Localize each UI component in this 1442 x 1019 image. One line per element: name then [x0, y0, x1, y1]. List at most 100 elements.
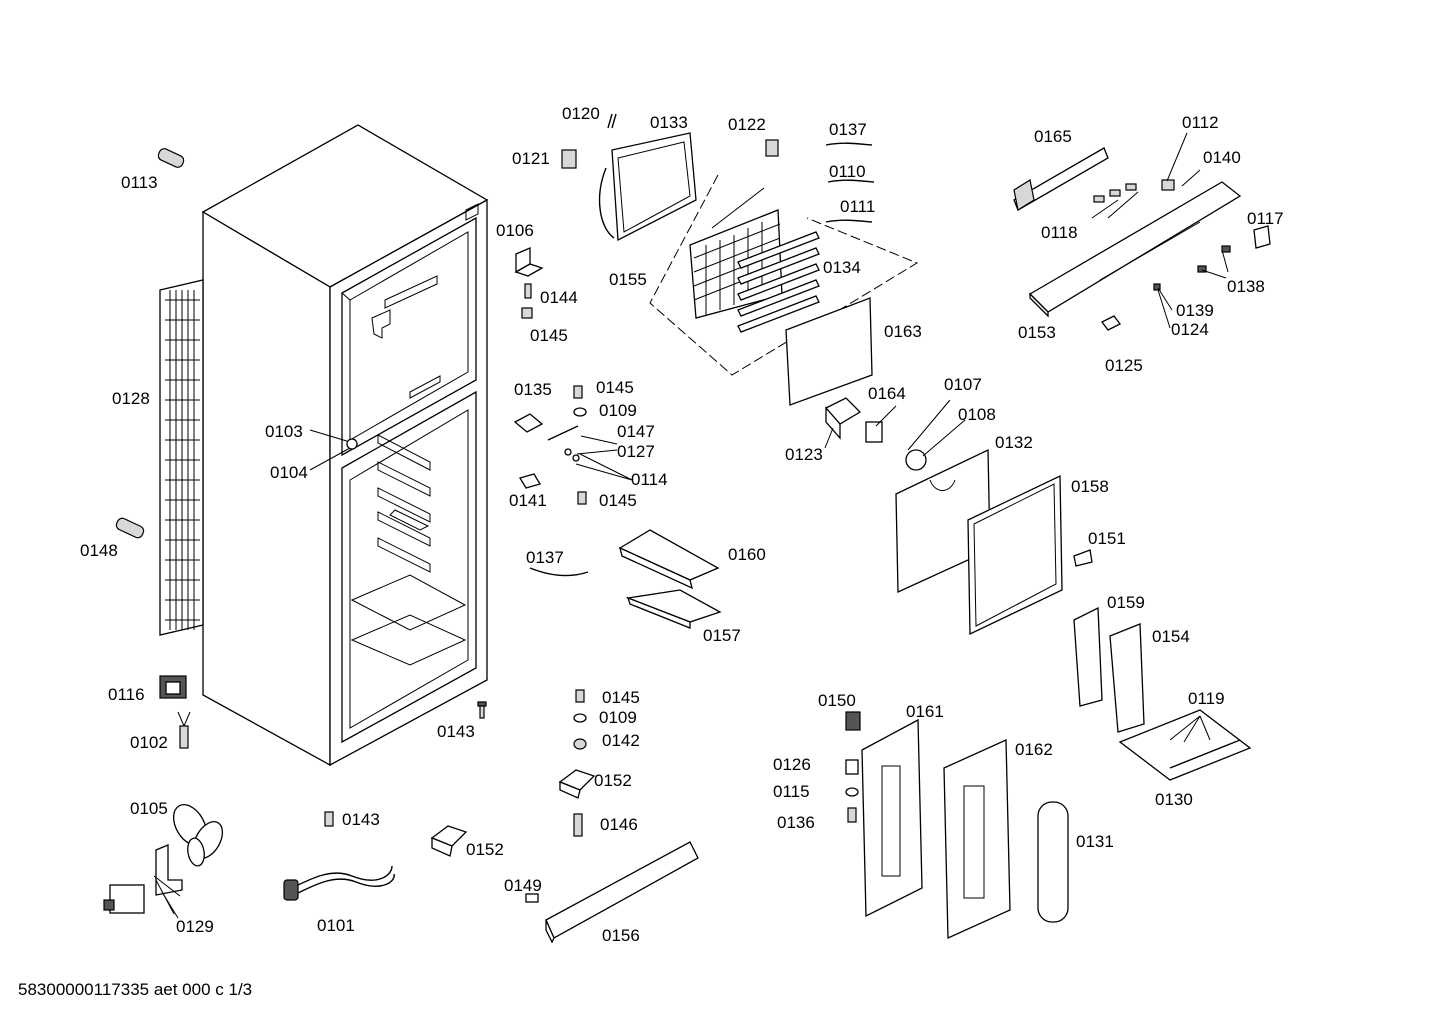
label-0165: 0165: [1034, 127, 1072, 146]
part-0150: [845, 711, 861, 731]
duct-0159: [1073, 606, 1103, 707]
screw-0146: [573, 813, 583, 837]
bracket-0152-a: [430, 825, 468, 857]
part-0113: [157, 148, 185, 168]
label-0146: 0146: [600, 815, 638, 834]
label-0125: 0125: [1105, 356, 1143, 375]
buttons-0138: [1197, 245, 1231, 273]
fan-0108: [905, 449, 927, 471]
label-0155: 0155: [609, 270, 647, 289]
panel-0158: [967, 474, 1063, 636]
cables-0137-0110-0111: [825, 142, 875, 223]
hinge-cover-0161: [861, 718, 923, 918]
label-0128: 0128: [112, 389, 150, 408]
label-0109-a: 0109: [599, 401, 637, 420]
part-0115: [845, 787, 859, 797]
label-0150: 0150: [818, 691, 856, 710]
label-0153: 0153: [1018, 323, 1056, 342]
part-labels: 0113 0128 0103 0104 0148 0116 0102 0105 …: [80, 104, 1284, 945]
evaporator-cover-0133: [598, 132, 697, 242]
buttons-0118: [1093, 183, 1137, 203]
label-0111: 0111: [840, 197, 875, 216]
label-0143-b: 0143: [342, 810, 380, 829]
part-0102: [177, 711, 191, 749]
label-0120: 0120: [562, 104, 600, 123]
label-0118: 0118: [1041, 223, 1078, 242]
screw-0145-b: [573, 385, 583, 399]
label-0121: 0121: [512, 149, 550, 168]
power-cord-0101: [283, 865, 395, 901]
part-0125: [1101, 315, 1121, 331]
label-0161: 0161: [906, 702, 944, 721]
plate-0130: [1118, 709, 1252, 781]
leader-lines: [153, 132, 1229, 919]
duct-0157: [625, 589, 722, 629]
label-0145-c: 0145: [599, 491, 637, 510]
screw-0143-b: [324, 811, 334, 827]
label-0145-a: 0145: [530, 326, 568, 345]
label-0159: 0159: [1107, 593, 1145, 612]
clip-0122: [765, 139, 779, 157]
label-0124: 0124: [1171, 320, 1209, 339]
clip-0121: [561, 149, 577, 169]
screw-0144: [524, 283, 532, 299]
nut-0145-a: [521, 307, 533, 319]
label-0122: 0122: [728, 115, 766, 134]
label-0163: 0163: [884, 322, 922, 341]
label-0127: 0127: [617, 442, 655, 461]
label-0131: 0131: [1076, 832, 1114, 851]
part-0135: [513, 413, 544, 433]
label-0152-a: 0152: [466, 840, 504, 859]
label-0123: 0123: [785, 445, 823, 464]
spacer-0142: [573, 738, 587, 750]
label-0134: 0134: [823, 258, 861, 277]
label-0101: 0101: [317, 916, 355, 935]
part-0131: [1037, 801, 1069, 923]
cover-0156: [545, 841, 699, 944]
label-0137-a: 0137: [829, 120, 867, 139]
condenser-coil: [159, 279, 204, 636]
label-0114: 0114: [631, 470, 668, 489]
label-0147: 0147: [617, 422, 655, 441]
part-0139-0124: [1153, 283, 1161, 291]
label-0154: 0154: [1152, 627, 1190, 646]
bracket-0152-b: [558, 769, 596, 799]
label-0130: 0130: [1155, 790, 1193, 809]
label-0149: 0149: [504, 876, 542, 895]
label-0129: 0129: [176, 917, 214, 936]
part-0116: [159, 675, 187, 699]
screw-0145-d: [575, 689, 585, 703]
part-0136: [847, 807, 857, 823]
label-0110: 0110: [829, 162, 866, 181]
label-0143-a: 0143: [437, 722, 475, 741]
hinge-cover-0162: [943, 739, 1011, 939]
label-0135: 0135: [514, 380, 552, 399]
screw-0145-c: [577, 491, 587, 505]
part-0112: [1161, 179, 1175, 191]
part-0151: [1073, 549, 1093, 567]
label-0157: 0157: [703, 626, 741, 645]
label-0113: 0113: [121, 173, 158, 192]
label-0158: 0158: [1071, 477, 1109, 496]
washer-0109-b: [573, 713, 587, 723]
part-0141: [519, 473, 541, 489]
label-0116: 0116: [108, 685, 145, 704]
cabinet-body: [201, 124, 489, 767]
dash-outline: [649, 174, 919, 376]
washer-0109-a: [573, 407, 587, 417]
part-0149: [525, 893, 539, 903]
part-0117: [1253, 225, 1271, 249]
hinge-0147: [547, 425, 580, 462]
label-0148: 0148: [80, 541, 118, 560]
label-0144: 0144: [540, 288, 578, 307]
label-0133: 0133: [650, 113, 688, 132]
document-id: 58300000117335 aet 000 c 1/3: [18, 980, 253, 999]
part-0148: [115, 517, 145, 539]
shelf-rails-0134: [737, 231, 820, 333]
part-0143-a: [477, 701, 487, 719]
label-0151: 0151: [1088, 529, 1126, 548]
label-0105: 0105: [130, 799, 168, 818]
label-0140: 0140: [1203, 148, 1241, 167]
fan-motor-0105: [103, 804, 224, 915]
